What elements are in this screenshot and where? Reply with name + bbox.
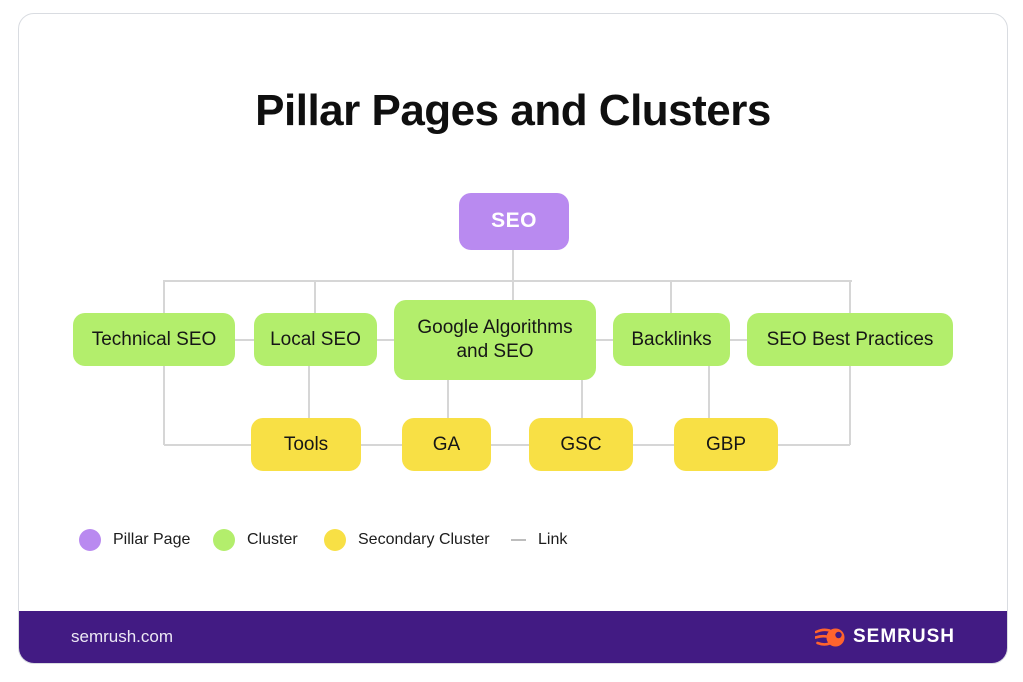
link-line bbox=[164, 444, 251, 446]
node-gbp: GBP bbox=[674, 418, 778, 471]
link-line bbox=[512, 250, 514, 300]
semrush-flame-icon bbox=[814, 627, 845, 646]
legend-link: Link bbox=[511, 528, 567, 552]
node-local-seo: Local SEO bbox=[254, 313, 377, 366]
secondary-cluster-swatch bbox=[324, 529, 346, 551]
pillar-page-swatch bbox=[79, 529, 101, 551]
link-line bbox=[314, 280, 316, 313]
infographic-card: Pillar Pages and Clusters SEO Tech bbox=[18, 13, 1008, 664]
page-title: Pillar Pages and Clusters bbox=[255, 86, 771, 135]
link-line bbox=[447, 380, 449, 419]
site-url: semrush.com bbox=[71, 627, 174, 646]
footer-bar: semrush.com SEMRUSH bbox=[19, 611, 1007, 663]
semrush-logo: SEMRUSH bbox=[814, 626, 955, 649]
legend-secondary-cluster: Secondary Cluster bbox=[324, 528, 490, 552]
brand-name: SEMRUSH bbox=[852, 626, 955, 647]
node-seo-best-practices: SEO Best Practices bbox=[747, 313, 953, 366]
link-line bbox=[670, 280, 672, 313]
link-line bbox=[778, 444, 850, 446]
cluster-swatch bbox=[213, 529, 235, 551]
link-line bbox=[361, 444, 402, 446]
legend-label: Link bbox=[538, 531, 568, 548]
link-line bbox=[164, 280, 852, 282]
node-ga: GA bbox=[402, 418, 491, 471]
link-line bbox=[633, 444, 674, 446]
link-line bbox=[581, 380, 583, 419]
link-line bbox=[377, 339, 394, 341]
legend-label: Pillar Page bbox=[113, 531, 191, 548]
link-line bbox=[596, 339, 613, 341]
link-line bbox=[308, 366, 310, 418]
node-seo: SEO bbox=[459, 193, 569, 250]
link-line bbox=[708, 366, 710, 418]
link-line bbox=[491, 444, 529, 446]
legend-label: Cluster bbox=[247, 531, 298, 548]
node-google-algorithms: Google Algorithms and SEO bbox=[394, 300, 596, 380]
link-line bbox=[730, 339, 747, 341]
link-line bbox=[235, 339, 254, 341]
node-gsc: GSC bbox=[529, 418, 633, 471]
link-swatch bbox=[511, 539, 526, 541]
legend-pillar-page: Pillar Page bbox=[79, 528, 190, 552]
legend-cluster: Cluster bbox=[213, 528, 298, 552]
node-technical-seo: Technical SEO bbox=[73, 313, 235, 366]
legend-label: Secondary Cluster bbox=[358, 531, 490, 548]
node-tools: Tools bbox=[251, 418, 361, 471]
node-backlinks: Backlinks bbox=[613, 313, 730, 366]
